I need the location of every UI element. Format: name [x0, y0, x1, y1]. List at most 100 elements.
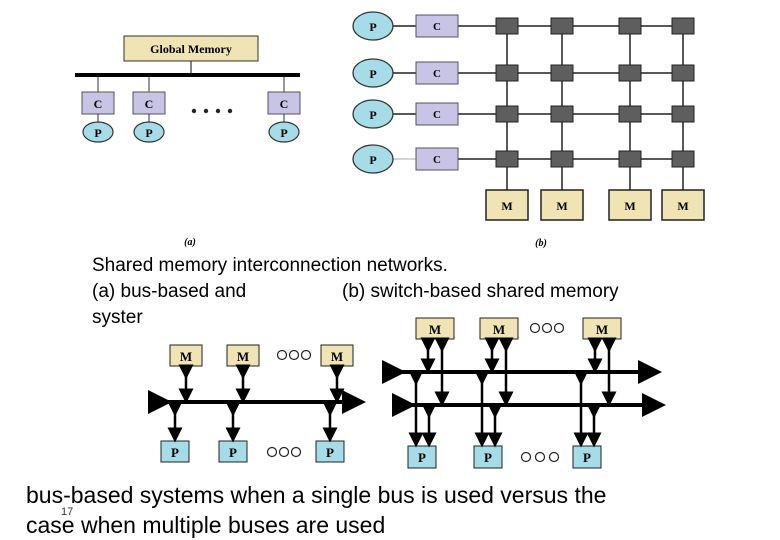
ellipsis-circle [520, 451, 532, 463]
ellipsis-circle [266, 446, 278, 458]
memory-box [608, 189, 652, 221]
crossbar-switch [495, 105, 519, 123]
processor-node [352, 99, 394, 129]
processor-node: P [572, 445, 602, 469]
memory-label: M [180, 349, 192, 364]
ellipsis-circle [276, 349, 288, 361]
memory-box [485, 189, 529, 221]
memory-node: M [608, 189, 652, 221]
memory-node: M [582, 317, 622, 340]
ellipsis-circle [290, 446, 302, 458]
cache-label: C [433, 21, 441, 33]
cache-node: C P [81, 77, 115, 143]
crossbar-switch [618, 17, 642, 35]
caption-line-2b: (b) switch-based shared memory [342, 281, 619, 302]
crossbar-switch [618, 105, 642, 123]
crossbar-switch [671, 105, 695, 123]
memory-label: M [429, 322, 441, 337]
ellipsis-circle [553, 322, 565, 334]
ellipsis-circle [548, 451, 560, 463]
cache-label: C [433, 109, 441, 121]
crossbar-switch [550, 64, 574, 82]
memory-label: M [596, 322, 608, 337]
crossbar-switch [495, 150, 519, 168]
memory-node: M [415, 317, 455, 340]
memory-label: M [501, 199, 512, 213]
processor-label: P [171, 445, 179, 460]
global-memory-label: Global Memory [150, 42, 232, 56]
crossbar-switch [618, 150, 642, 168]
processor-label: P [583, 450, 591, 465]
memory-node: M [540, 189, 584, 221]
crossbar-switch [495, 64, 519, 82]
memory-label: M [493, 322, 505, 337]
bottom-text-line-2: case when multiple buses are used [26, 512, 386, 538]
cache-label: C [433, 68, 441, 80]
processor-label: P [229, 445, 237, 460]
caption-line-3: syster [92, 307, 143, 328]
cache-node: C P [267, 77, 301, 143]
ellipsis-circle [534, 451, 546, 463]
diagram-a: Global Memory C P C P C [75, 35, 301, 248]
cache-node [415, 61, 459, 85]
memory-box [540, 189, 584, 221]
caption-line-2a: (a) bus-based and [92, 281, 247, 302]
multi-bus-diagram: M M M P P P [382, 317, 666, 469]
cache-node [415, 147, 459, 171]
memory-node: M [479, 317, 519, 340]
cache-node [415, 102, 459, 126]
ellipsis-dots [191, 108, 233, 114]
cache-label: C [433, 154, 441, 166]
crossbar-switch [671, 150, 695, 168]
processor-node: P [160, 440, 190, 463]
memory-label: M [237, 349, 249, 364]
crossbar-switch [671, 17, 695, 35]
crossbar-switch [618, 64, 642, 82]
processor-label: P [369, 20, 376, 34]
processor-label: P [326, 445, 334, 460]
cache-node [415, 14, 459, 38]
caption-line-1: Shared memory interconnection networks. [92, 255, 448, 276]
ellipsis-circle [529, 322, 541, 334]
bottom-text-line-1: bus-based systems when a single bus is u… [26, 482, 607, 508]
svg-text:P: P [145, 126, 152, 140]
shared-bus [75, 73, 300, 77]
processor-label: P [369, 67, 376, 81]
svg-text:C: C [280, 97, 289, 111]
svg-text:C: C [94, 97, 103, 111]
memory-node: M [226, 344, 260, 367]
memory-node: M [485, 189, 529, 221]
crossbar-switch [550, 150, 574, 168]
svg-text:P: P [94, 126, 101, 140]
single-bus-diagram: M M M P P P [148, 344, 366, 463]
processor-node [352, 58, 394, 88]
ellipsis-circle [278, 446, 290, 458]
caption-a: (a) [184, 237, 196, 248]
memory-node: M [169, 344, 203, 367]
memory-node: M [320, 344, 354, 367]
caption-b: (b) [535, 238, 547, 249]
crossbar-switch [495, 17, 519, 35]
crossbar-switch [671, 64, 695, 82]
memory-label: M [556, 199, 567, 213]
ellipsis-circle [300, 349, 312, 361]
processor-node: P [407, 445, 437, 469]
global-memory-box [123, 35, 259, 62]
processor-node: P [315, 440, 345, 463]
processor-label: P [369, 108, 376, 122]
svg-text:C: C [145, 97, 154, 111]
memory-box [661, 189, 705, 221]
processor-node: P [473, 445, 503, 469]
crossbar-switch [550, 17, 574, 35]
processor-label: P [484, 450, 492, 465]
ellipsis-circle [288, 349, 300, 361]
processor-label: P [369, 153, 376, 167]
processor-node [352, 11, 394, 41]
page-number: 17 [61, 506, 74, 518]
memory-node: M [661, 189, 705, 221]
